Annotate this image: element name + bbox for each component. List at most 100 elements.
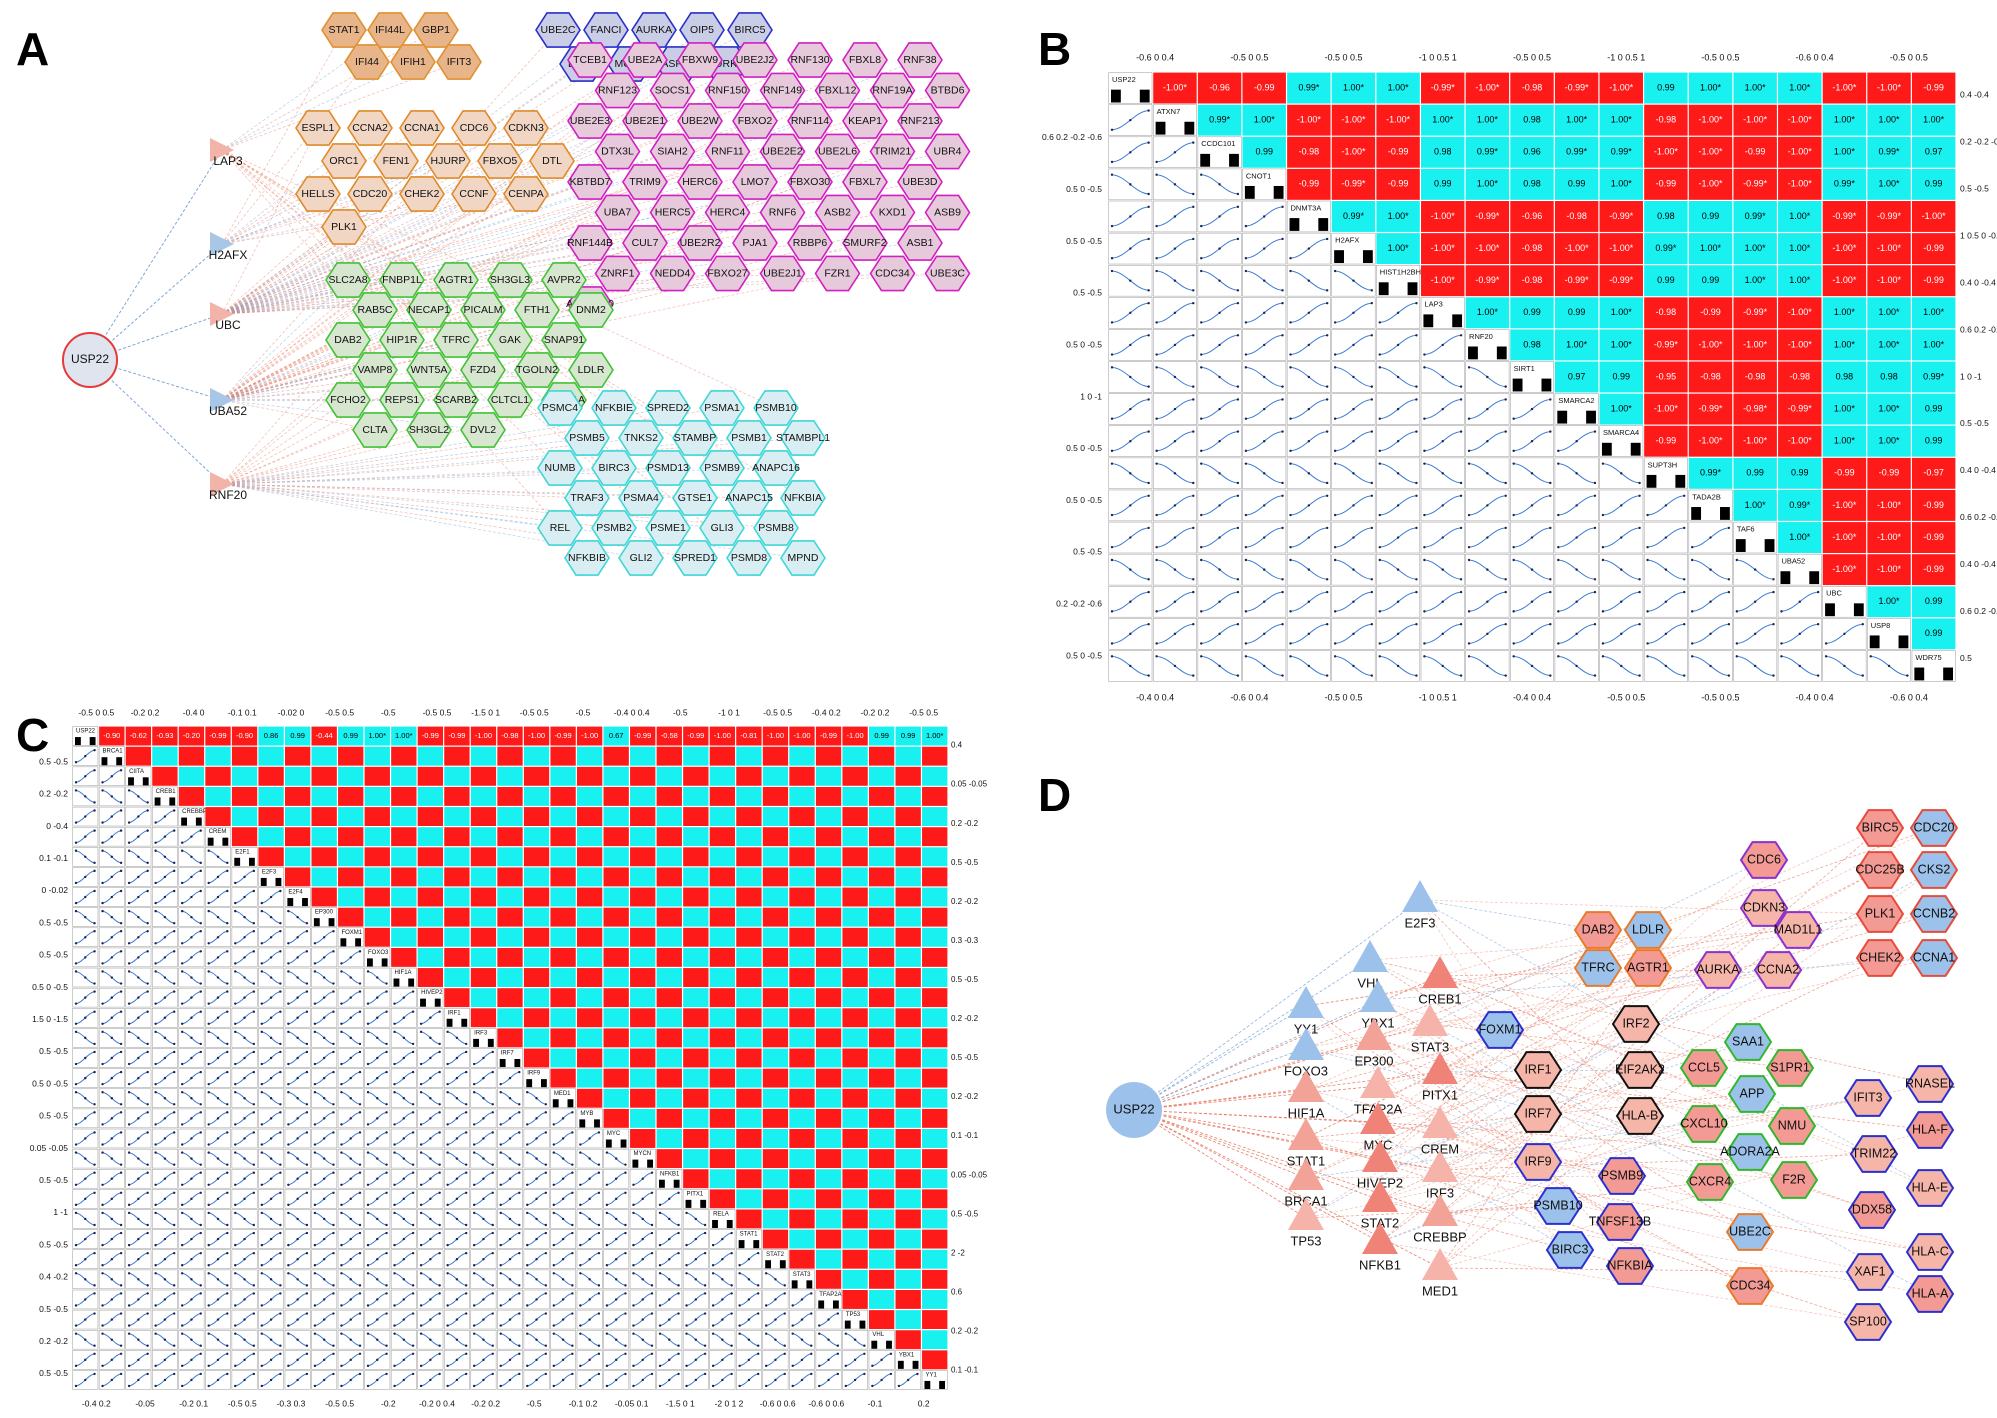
scatter-point	[1263, 536, 1266, 539]
corr-cell	[550, 807, 576, 827]
node-ifi44l-label: IFI44L	[375, 24, 405, 36]
scatter-point	[1200, 449, 1203, 453]
scatter-point	[508, 1117, 512, 1120]
node-avpr2	[541, 262, 587, 298]
corr-cell	[1867, 72, 1911, 104]
scatter-point	[252, 1050, 256, 1054]
scatter-point	[74, 841, 78, 844]
scatter-point	[1370, 334, 1373, 337]
scatter-point	[154, 1022, 157, 1025]
scatter-point	[499, 1264, 502, 1267]
scatter-point	[287, 1030, 290, 1034]
scatter-point	[1753, 600, 1757, 603]
corr-value: -0.98	[1656, 307, 1677, 317]
scatter-point	[491, 1344, 494, 1347]
scatter-point	[605, 1364, 609, 1368]
scatter-point	[393, 1272, 396, 1275]
node-slc2a8	[325, 262, 371, 298]
hist-bar	[1512, 378, 1523, 392]
scatter-point	[1396, 504, 1400, 507]
gene-name-rnf20: RNF20	[1469, 332, 1493, 341]
node-cdc34	[869, 255, 916, 292]
hist-bar	[871, 1340, 878, 1349]
scatter-point	[1620, 504, 1623, 507]
scatter-point	[180, 841, 184, 844]
corr-cell	[1421, 201, 1465, 232]
scatter-point	[544, 1191, 548, 1195]
scatter-point	[1236, 289, 1240, 292]
corr-cell	[1554, 297, 1599, 329]
scatter-point	[84, 1177, 87, 1180]
scatter-point	[154, 1304, 157, 1307]
scatter-point	[190, 1318, 193, 1321]
node-ube2c	[535, 12, 581, 48]
scatter-point	[588, 1157, 591, 1160]
scatter-point	[119, 829, 123, 832]
scatter-point	[836, 1352, 840, 1355]
scatter-point	[199, 1131, 202, 1134]
gene-name-irf3: IRF3	[474, 1030, 488, 1036]
scatter-point	[1147, 289, 1150, 292]
node-znrf1-label: ZNRF1	[601, 267, 635, 279]
scatter-point	[605, 1264, 609, 1267]
scatter-point	[800, 1298, 804, 1301]
corr-value: -1.00*	[1341, 115, 1366, 125]
node-psmd13-label: PSMD13	[647, 462, 689, 474]
scatter-point	[1683, 578, 1686, 581]
node-herc6	[677, 164, 723, 200]
scatter-point	[1530, 504, 1534, 507]
hist-bar	[75, 737, 81, 746]
corr-value: 1.00*	[1879, 115, 1901, 125]
scatter-point	[207, 1364, 210, 1368]
scatter-point	[305, 950, 309, 953]
corr-value: -0.99*	[1832, 211, 1857, 221]
scatter-point	[93, 1042, 96, 1046]
scatter-point	[1396, 632, 1400, 636]
corr-cell	[868, 1209, 895, 1229]
scatter-point	[1333, 269, 1337, 273]
scatter-point	[137, 835, 140, 838]
node-rbbp6	[787, 225, 833, 261]
scatter-point	[207, 881, 210, 885]
scatter-point	[101, 901, 104, 905]
scatter-point	[366, 1324, 370, 1327]
corr-cell	[842, 766, 868, 786]
scatter-point	[349, 1137, 352, 1140]
hist-bar	[1601, 442, 1612, 456]
node-asb9-label: ASB9	[934, 206, 961, 218]
scatter-point	[1325, 237, 1329, 241]
corr-cell	[1822, 72, 1867, 104]
scatter-point	[1683, 494, 1686, 497]
scatter-point	[305, 1223, 309, 1227]
scatter-point	[93, 1312, 96, 1315]
edge	[221, 160, 553, 315]
scatter-point	[597, 1344, 601, 1347]
scatter-point	[641, 1358, 644, 1362]
scatter-point	[93, 889, 96, 893]
corr-cell	[523, 947, 550, 967]
corr-value: -0.99	[820, 731, 837, 740]
scatter-point	[1129, 568, 1132, 571]
node-fbxo30-label: FBXO30	[790, 176, 830, 188]
edge	[221, 407, 561, 485]
corr-cell	[815, 887, 842, 907]
scatter-point	[84, 1036, 87, 1040]
scatter-point	[110, 1157, 114, 1160]
scatter-point	[1549, 430, 1552, 433]
corr-value: 1.00*	[1879, 339, 1901, 349]
scatter-point	[84, 754, 87, 758]
scatter-point	[1753, 632, 1757, 636]
corr-value: -1.00*	[1743, 339, 1768, 349]
scatter-point	[110, 855, 114, 858]
scatter-point	[199, 950, 202, 953]
corr-value: -0.99	[1923, 564, 1944, 574]
scatter-point	[226, 1131, 229, 1134]
scatter-point	[180, 1272, 184, 1275]
scatter-point	[658, 1332, 662, 1335]
node-ube2e2-label: UBE2E2	[762, 145, 802, 157]
scatter-point	[207, 1324, 210, 1327]
node-tnks2	[618, 420, 664, 456]
edge	[221, 181, 701, 315]
scatter-point	[552, 1364, 556, 1368]
scatter-point	[827, 1318, 830, 1321]
